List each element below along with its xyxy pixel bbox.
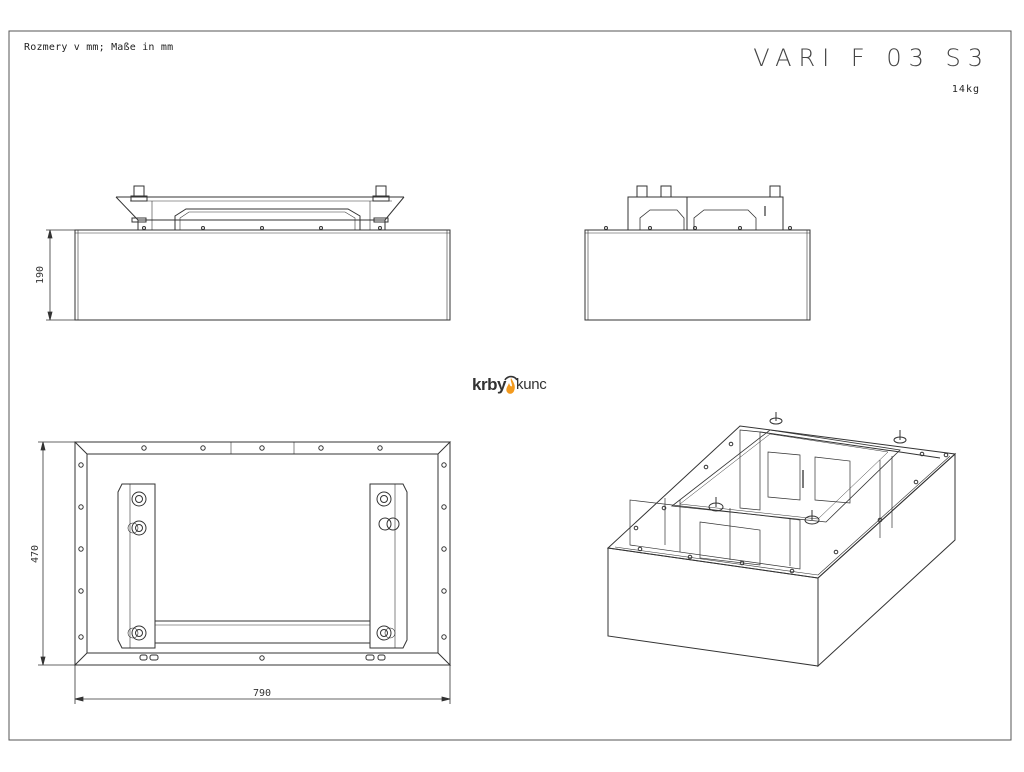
logo-word-left: krby xyxy=(472,375,506,394)
front-view xyxy=(74,185,451,321)
product-title: VARI F 03 S3 xyxy=(753,44,990,72)
isometric-view xyxy=(606,412,957,668)
side-view xyxy=(584,185,811,321)
sheet-border xyxy=(8,30,1012,741)
dimension-depth-label: 470 xyxy=(30,545,41,563)
dimension-width xyxy=(74,665,451,704)
logo-word-right: kunc xyxy=(516,376,547,393)
units-note: Rozmery v mm; Maße in mm xyxy=(24,42,174,53)
top-view xyxy=(73,441,452,666)
dimension-depth xyxy=(38,441,75,666)
product-weight: 14kg xyxy=(951,84,980,95)
flame-icon xyxy=(504,375,518,394)
dimension-width-label: 790 xyxy=(253,688,271,699)
dimension-height-label: 190 xyxy=(35,266,46,284)
dimension-height xyxy=(46,229,75,321)
